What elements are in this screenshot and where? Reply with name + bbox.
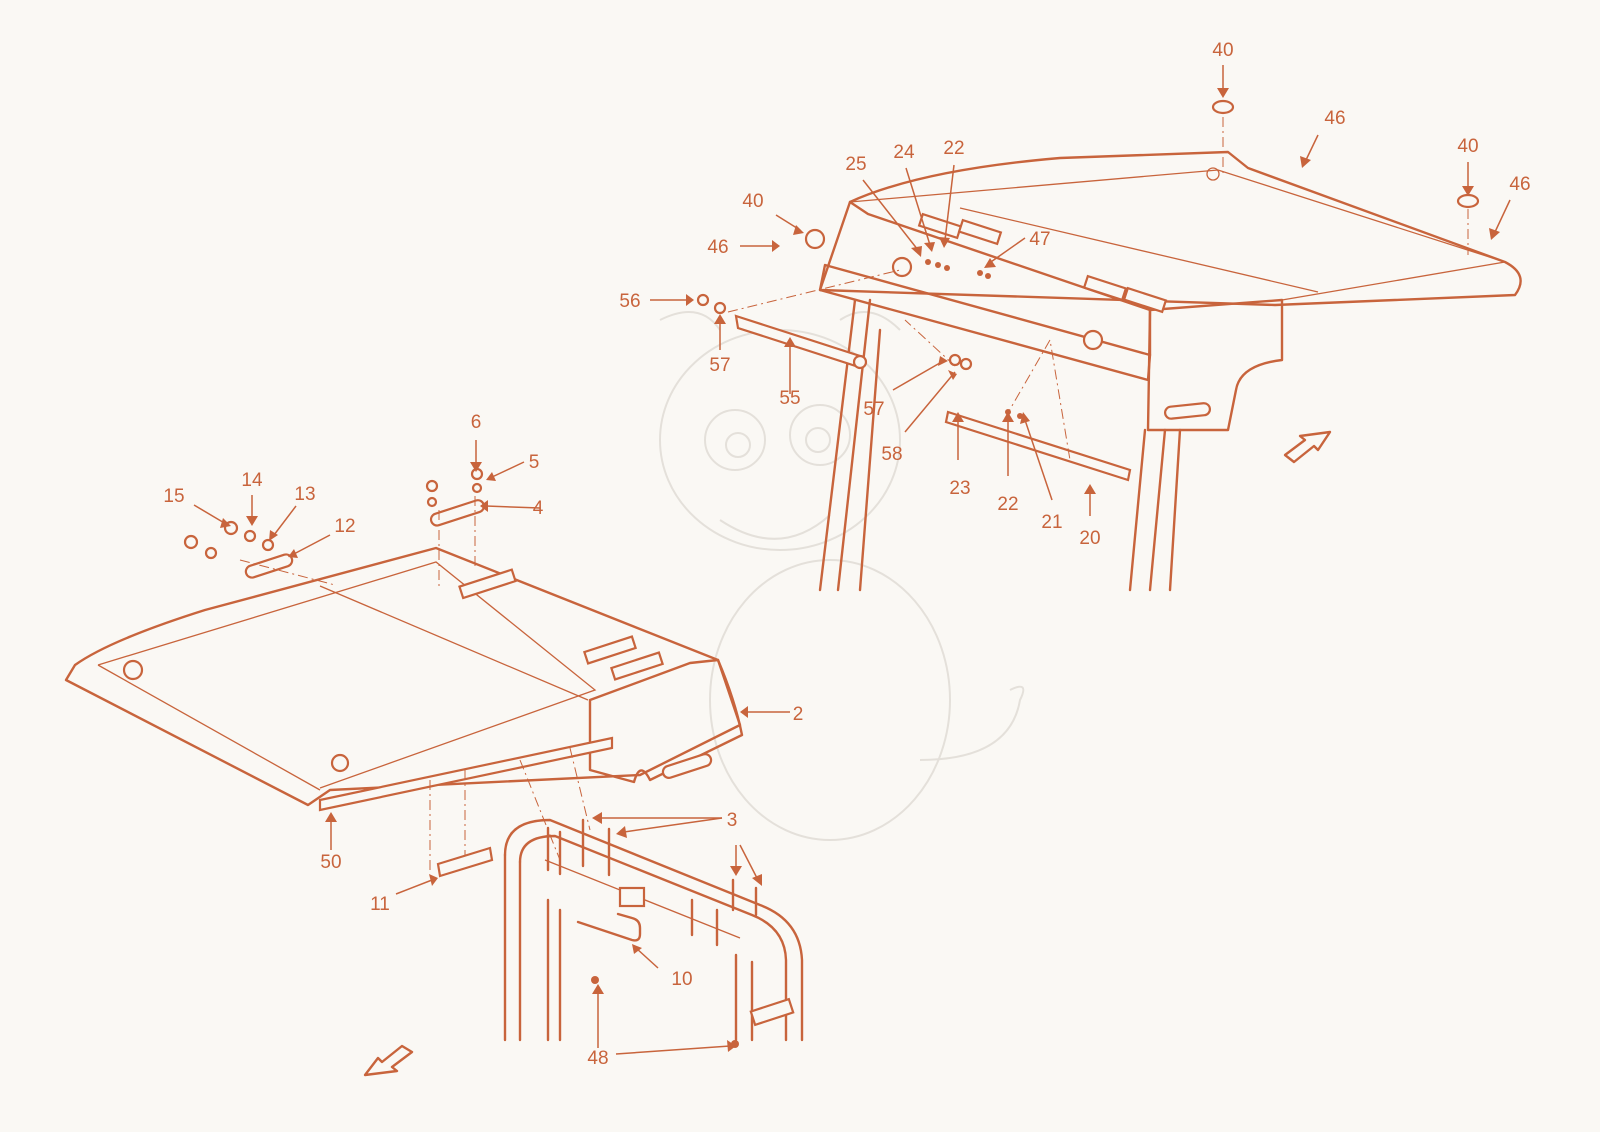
callout-57: 57 bbox=[709, 355, 730, 376]
callout-labels: 40 46 40 46 25 24 22 40 47 46 56 57 55 5… bbox=[163, 40, 1530, 1069]
direction-arrow-icon bbox=[363, 1044, 414, 1077]
callout-12: 12 bbox=[334, 516, 355, 537]
base-frame-lower bbox=[436, 818, 804, 1048]
callout-3: 3 bbox=[727, 810, 738, 831]
callout-57: 57 bbox=[863, 399, 884, 420]
callout-40: 40 bbox=[1457, 136, 1478, 157]
callout-40: 40 bbox=[742, 191, 763, 212]
callout-50: 50 bbox=[320, 852, 341, 873]
callout-11: 11 bbox=[370, 894, 390, 915]
callout-46: 46 bbox=[707, 237, 728, 258]
callout-10: 10 bbox=[671, 969, 692, 990]
callout-48: 48 bbox=[587, 1048, 608, 1069]
callout-24: 24 bbox=[893, 142, 915, 163]
callout-23: 23 bbox=[949, 478, 970, 499]
leader-lines bbox=[193, 65, 1511, 1055]
callout-13: 13 bbox=[294, 484, 315, 505]
callout-47: 47 bbox=[1029, 229, 1050, 250]
callout-25: 25 bbox=[845, 154, 866, 175]
direction-arrow-icon bbox=[1283, 430, 1332, 464]
callout-56: 56 bbox=[619, 291, 640, 312]
callout-22: 22 bbox=[997, 494, 1018, 515]
mascot-watermark bbox=[659, 311, 1025, 841]
callout-5: 5 bbox=[529, 452, 540, 473]
callout-40: 40 bbox=[1212, 40, 1233, 61]
callout-4: 4 bbox=[533, 498, 544, 519]
callout-20: 20 bbox=[1079, 528, 1100, 549]
callout-22: 22 bbox=[943, 138, 964, 159]
callout-21: 21 bbox=[1041, 512, 1062, 533]
callout-6: 6 bbox=[471, 412, 482, 433]
callout-58: 58 bbox=[881, 444, 902, 465]
console-housing-upper bbox=[696, 99, 1522, 592]
callout-46: 46 bbox=[1324, 108, 1345, 129]
callout-2: 2 bbox=[793, 704, 804, 725]
callout-55: 55 bbox=[779, 388, 800, 409]
callout-15: 15 bbox=[163, 486, 184, 507]
callout-46: 46 bbox=[1509, 174, 1530, 195]
callout-14: 14 bbox=[241, 470, 263, 491]
tray-assembly-lower bbox=[64, 467, 744, 870]
